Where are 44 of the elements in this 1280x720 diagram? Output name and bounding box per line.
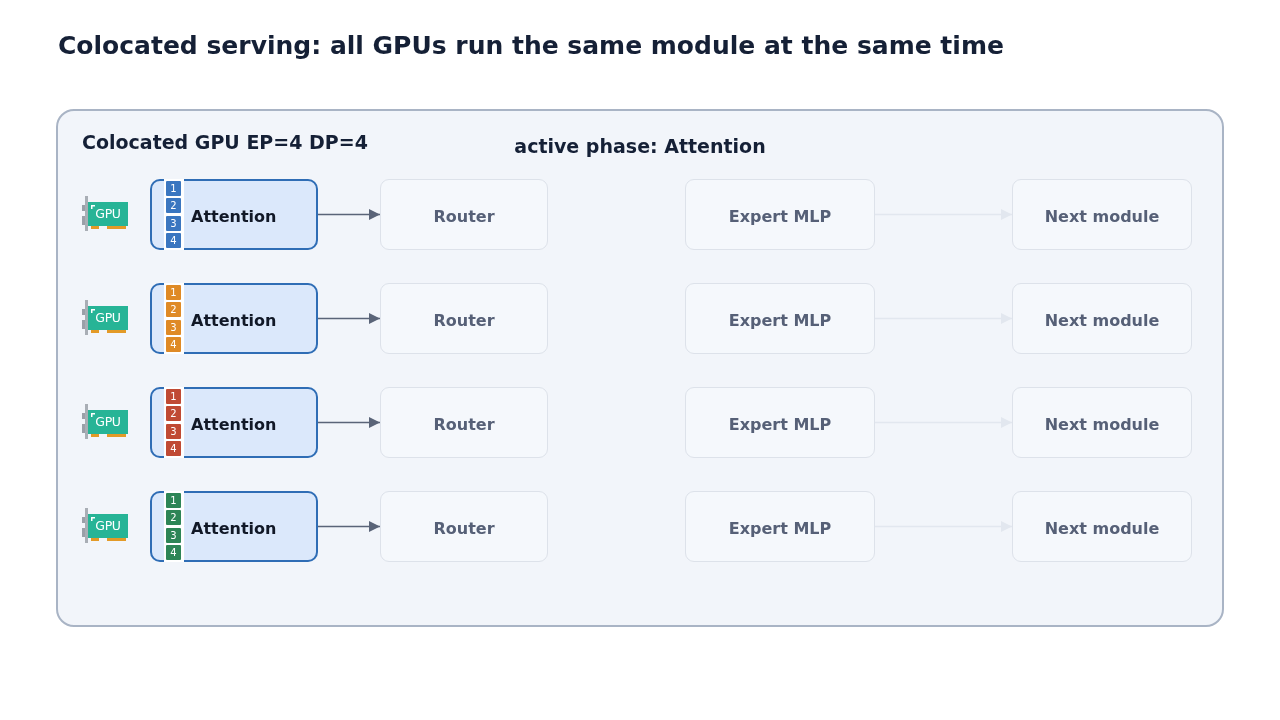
process-box <box>150 491 318 562</box>
process-box: Next module <box>1012 491 1192 562</box>
process-box <box>150 283 318 354</box>
arrow <box>874 417 1013 428</box>
arrow <box>317 417 381 428</box>
arrow <box>317 313 381 324</box>
arrow <box>317 521 381 532</box>
gpu-card: GPU <box>82 508 128 543</box>
process-box <box>150 179 318 250</box>
process-box: Router <box>380 179 548 250</box>
process-box: Router <box>380 283 548 354</box>
process-box: Router <box>380 491 548 562</box>
node-label: Attention <box>191 518 277 540</box>
token-badge: 2 <box>166 406 181 422</box>
arrow <box>874 521 1013 532</box>
gpu-card: GPU <box>82 404 128 439</box>
diagram-title: Colocated serving: all GPUs run the same module at the same time <box>58 30 1004 62</box>
panel-heading: Colocated GPU EP=4 DP=4 <box>82 130 368 154</box>
token-badge: 4 <box>166 233 181 249</box>
arrow <box>874 209 1013 220</box>
node-label: Attention <box>191 206 277 228</box>
token-badge: 2 <box>166 302 181 318</box>
process-box: Next module <box>1012 179 1192 250</box>
gpu-card: GPU <box>82 196 128 231</box>
panel <box>56 109 1224 627</box>
process-box: Expert MLP <box>685 491 875 562</box>
process-box: Expert MLP <box>685 179 875 250</box>
arrow <box>874 313 1013 324</box>
process-box: Expert MLP <box>685 283 875 354</box>
token-badge: 4 <box>166 337 181 353</box>
token-badge: 2 <box>166 198 181 214</box>
phase-label: active phase: Attention <box>514 134 766 158</box>
node-label: Attention <box>191 414 277 436</box>
node-label: Attention <box>191 310 277 332</box>
process-box: Next module <box>1012 387 1192 458</box>
arrow <box>317 209 381 220</box>
gpu-card: GPU <box>82 300 128 335</box>
token-badge: 4 <box>166 545 181 561</box>
process-box: Router <box>380 387 548 458</box>
process-box: Next module <box>1012 283 1192 354</box>
process-box <box>150 387 318 458</box>
token-badge: 2 <box>166 510 181 526</box>
token-badge: 4 <box>166 441 181 457</box>
process-box: Expert MLP <box>685 387 875 458</box>
